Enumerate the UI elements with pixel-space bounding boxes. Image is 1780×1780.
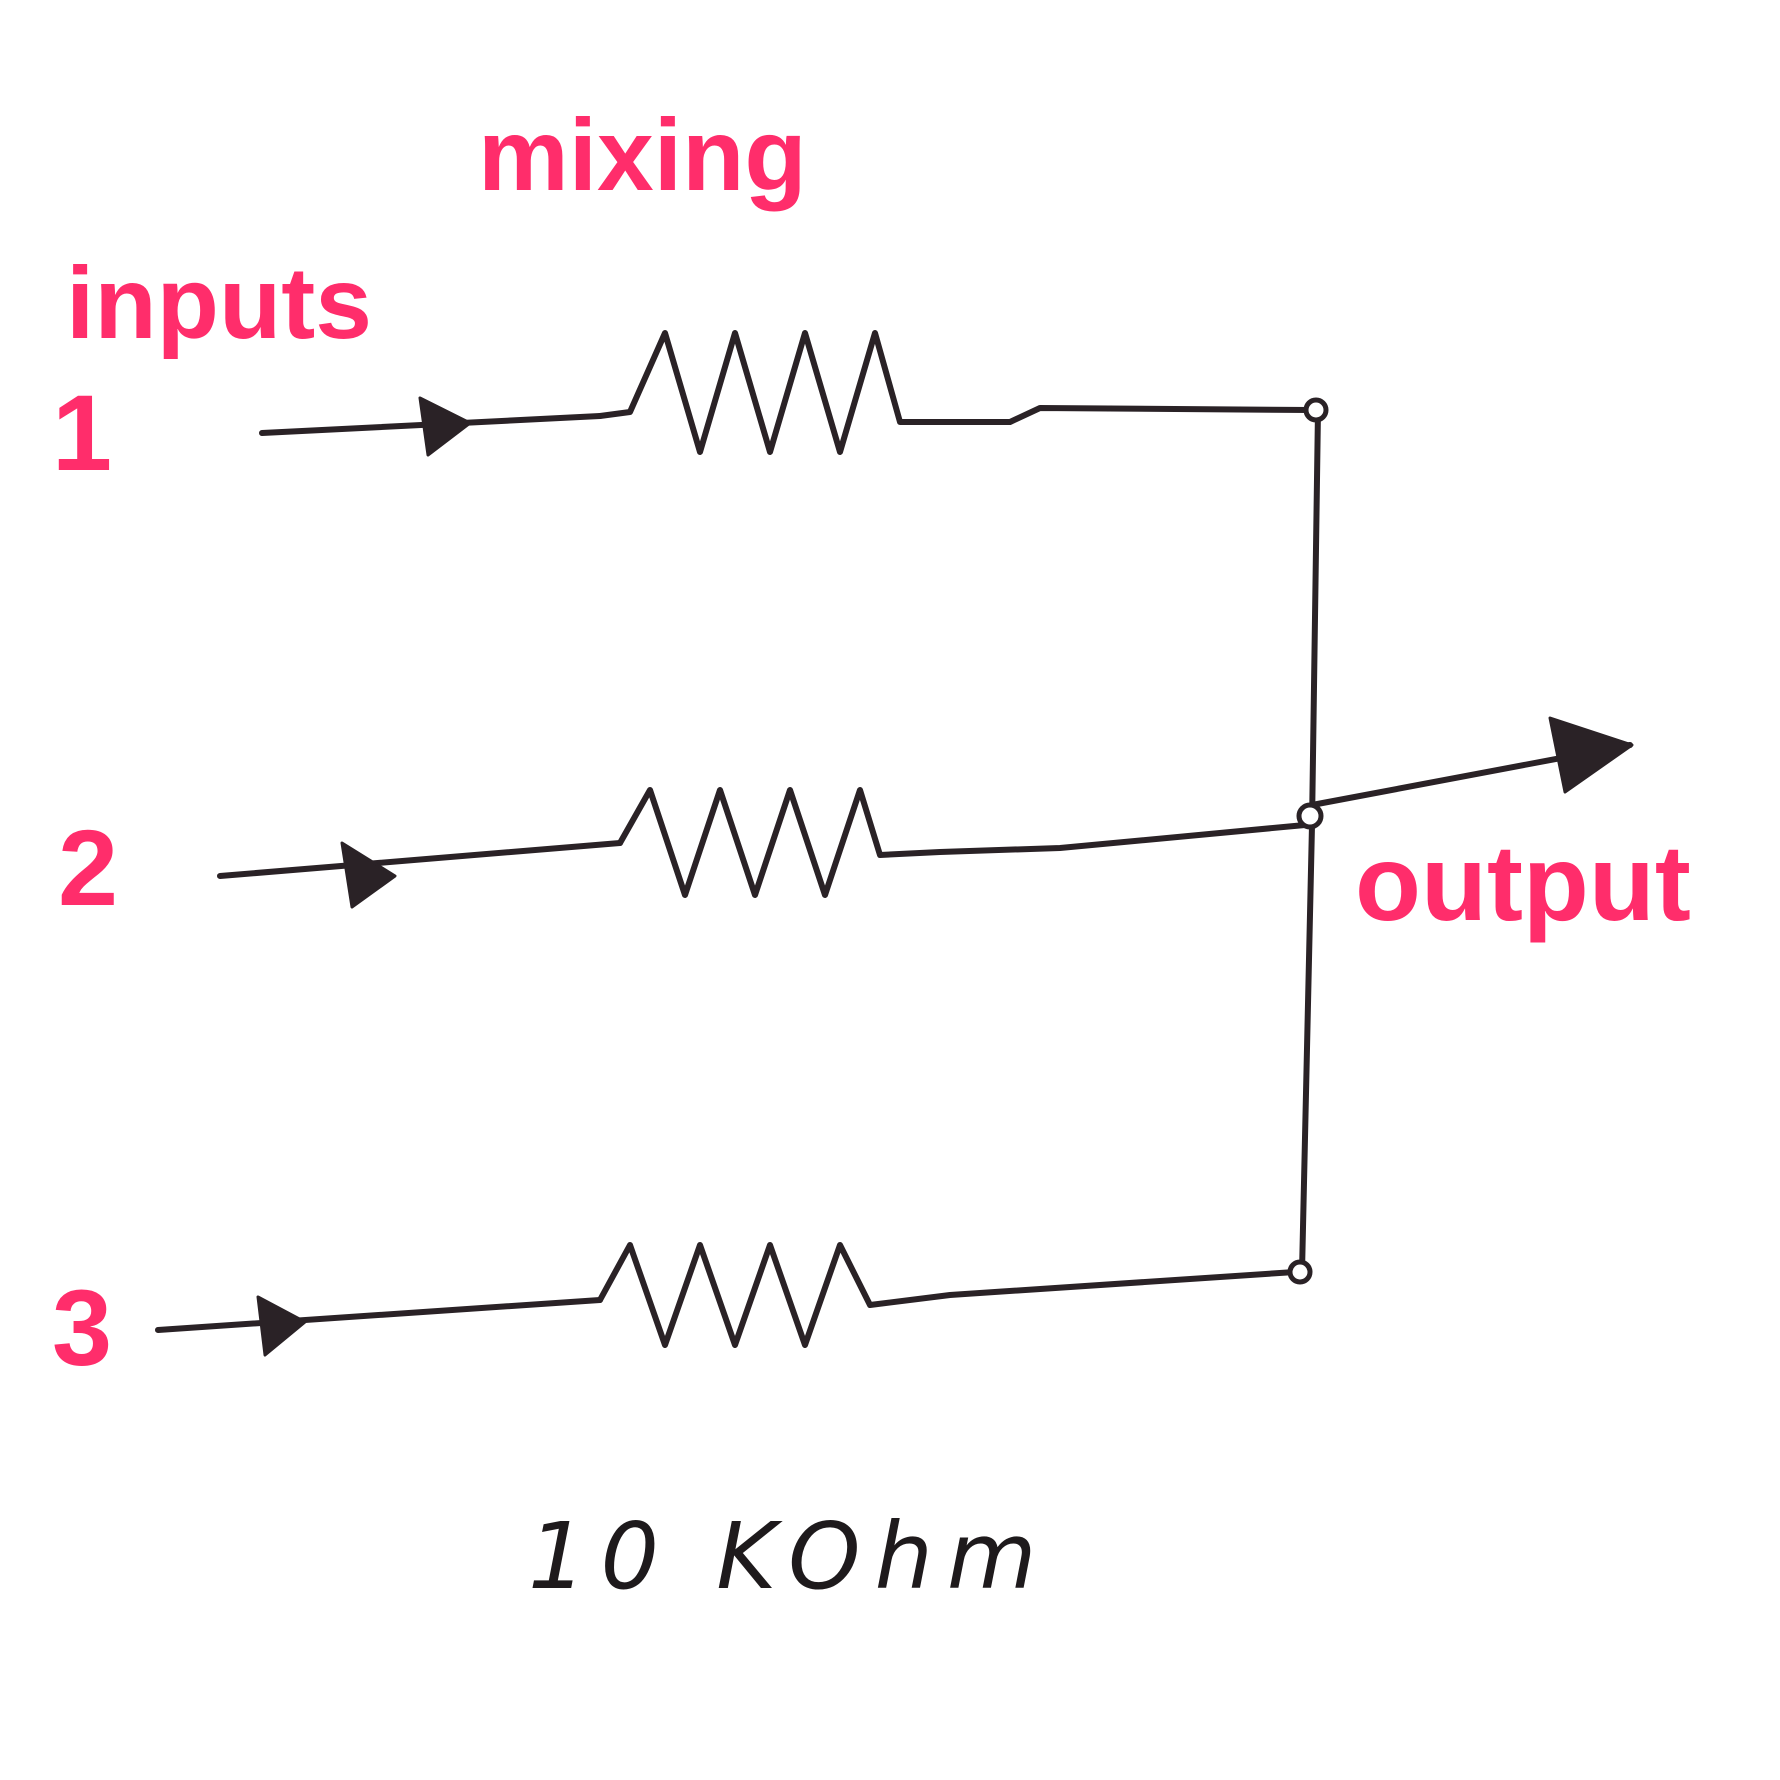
resistance-label: 10 KOhm	[528, 1503, 1051, 1610]
inputs-label: inputs	[66, 246, 372, 360]
input-2-label: 2	[58, 807, 118, 928]
output-label: output	[1355, 822, 1691, 943]
node-top	[1303, 397, 1329, 423]
branch-input-3	[155, 1242, 1298, 1357]
resistor-3	[597, 1242, 1298, 1348]
input-3-arrow-icon	[256, 1295, 307, 1357]
output-bus	[1299, 407, 1321, 1275]
input-1-arrow-icon	[418, 396, 472, 457]
resistor-2	[617, 787, 1308, 898]
output-arrow-icon	[1548, 716, 1634, 794]
resistor-1	[597, 330, 1313, 455]
node-bottom	[1287, 1259, 1313, 1285]
branch-input-1	[259, 330, 1313, 457]
input-3-label: 3	[52, 1267, 112, 1388]
branch-input-2	[217, 787, 1308, 909]
input-2-arrow-icon	[340, 841, 397, 909]
input-1-label: 1	[52, 372, 112, 493]
node-middle	[1296, 802, 1324, 830]
input-2-wire	[217, 840, 623, 879]
input-3-wire	[155, 1297, 603, 1333]
mixing-label: mixing	[478, 98, 807, 212]
output-branch	[1309, 716, 1634, 808]
